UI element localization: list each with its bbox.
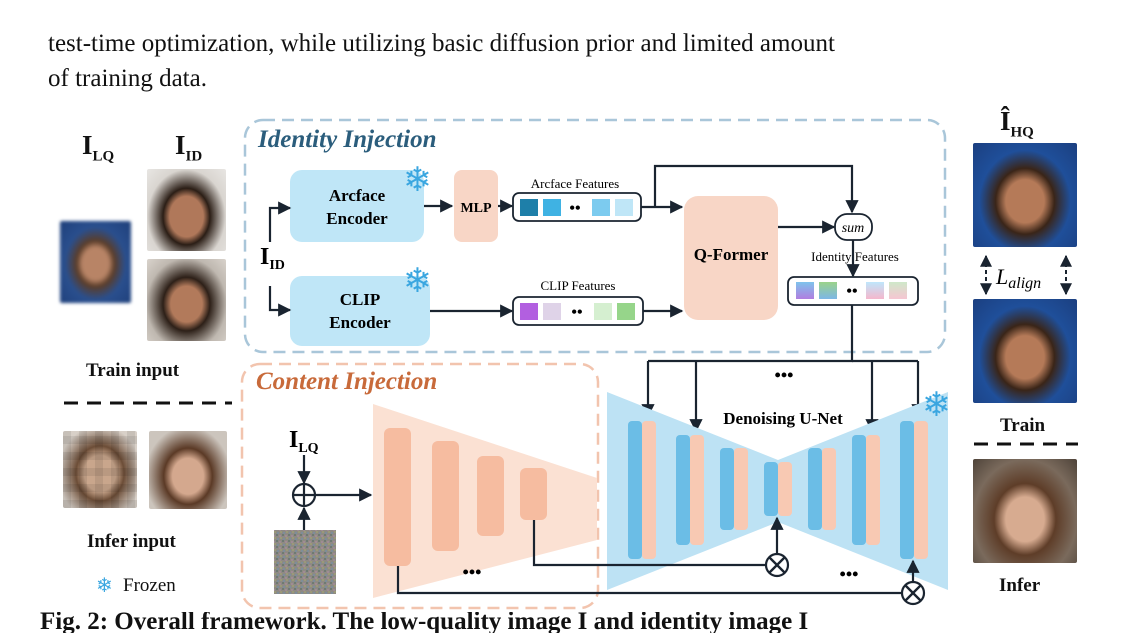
clip-token-4 [617, 303, 635, 320]
hq-train-output-image [973, 143, 1077, 247]
iid-to-clip-arrow [268, 286, 292, 317]
mult2-b [904, 584, 922, 602]
id-train-image-2 [147, 259, 226, 341]
content-layer-2 [432, 441, 459, 551]
clip-encoder-block [290, 276, 430, 346]
train-label: Train [1000, 415, 1046, 436]
unet-enc-3a [720, 448, 734, 530]
lq-infer-image [63, 431, 137, 508]
noise-image [274, 530, 336, 594]
unet-enc-3b [734, 448, 748, 530]
unet-dec-3a [808, 448, 822, 530]
sum-label: sum [842, 221, 865, 236]
id-train-image-1 [147, 169, 226, 251]
unet-label: Denoising U-Net [723, 409, 843, 428]
unet-enc-1b [642, 421, 656, 559]
l-align-label: Lalign [995, 264, 1041, 292]
clip-token-3 [594, 303, 612, 320]
arcface-encoder-label-2: Encoder [326, 209, 388, 228]
hq-train-target-image [973, 299, 1077, 403]
ilq-content-label: ILQ [289, 427, 319, 456]
arcface-token-1 [520, 199, 538, 216]
content-layer4-path [532, 520, 765, 567]
intro-paragraph: test-time optimization, while utilizing … [48, 26, 1088, 96]
lq-label: ILQ [82, 130, 115, 165]
unet-frozen-snowflake-icon: ❄ [922, 385, 951, 425]
arcface-token-2 [543, 199, 561, 216]
identity-injection-title: Identity Injection [258, 126, 437, 153]
identity-token-3 [866, 282, 884, 299]
lq-train-image [60, 221, 131, 303]
unet-bottom-ellipsis: ••• [840, 564, 859, 584]
infer-input-label: Infer input [87, 531, 176, 552]
hq-infer-output-image [973, 459, 1077, 563]
arcface-frozen-snowflake-icon: ❄ [403, 160, 432, 200]
content-injection-title: Content Injection [256, 368, 438, 395]
iid-to-arcface-arrow [268, 201, 292, 242]
identity-injection-box [243, 118, 947, 354]
mlp-label: MLP [460, 201, 492, 216]
unet-dec-1b [914, 421, 928, 559]
unet-mid-a [764, 462, 778, 516]
arcface-skip-to-sum-arrow [653, 164, 859, 214]
arcface-token-3 [592, 199, 610, 216]
infer-label: Infer [999, 575, 1041, 596]
unet-enc-2a [676, 435, 690, 545]
content-layer1-path [396, 566, 902, 595]
arcface-token-4 [615, 199, 633, 216]
arcface-features-label: Arcface Features [531, 176, 619, 191]
paragraph-line-1: test-time optimization, while utilizing … [48, 30, 835, 57]
qformer-block [684, 196, 778, 320]
clip-token-1 [520, 303, 538, 320]
content-injection-box [240, 362, 600, 610]
identity-features-label: Identity Features [811, 249, 899, 264]
qformer-label: Q-Former [694, 245, 769, 264]
unet-dec-1a [900, 421, 914, 559]
content-layer-3 [477, 456, 504, 536]
unet-dec-3b [822, 448, 836, 530]
arcface-encoder-label-1: Arcface [329, 186, 386, 205]
clip-token-2 [543, 303, 561, 320]
identity-token-1 [796, 282, 814, 299]
clip-token-dots: •• [571, 304, 582, 321]
identity-token-dots: •• [846, 283, 857, 300]
unet-layers [628, 421, 928, 559]
arcface-token-dots: •• [569, 200, 580, 217]
unet-top-ellipsis: ••• [775, 365, 794, 385]
clip-encoder-label-1: CLIP [340, 290, 381, 309]
id-infer-image [149, 431, 227, 509]
arcface-encoder-block [290, 170, 424, 242]
mult1-b [768, 556, 786, 574]
figure-caption-cut: Fig. 2: Overall framework. The low-quali… [40, 612, 809, 633]
id-label: IID [175, 130, 203, 165]
hq-label: ÎHQ [1000, 106, 1034, 141]
unet-enc-1a [628, 421, 642, 559]
unet-dec-2b [866, 435, 880, 545]
legend-snowflake-icon: ❄ [96, 573, 113, 597]
mlp-block [454, 170, 498, 242]
clip-encoder-label-2: Encoder [329, 313, 391, 332]
unet-enc-2b [690, 435, 704, 545]
unet-mid-b [778, 462, 792, 516]
frozen-legend-label: Frozen [123, 575, 176, 596]
paragraph-line-2: of training data. [48, 65, 207, 92]
clip-features-label: CLIP Features [541, 278, 616, 293]
content-layer-1 [384, 428, 411, 566]
clip-frozen-snowflake-icon: ❄ [403, 261, 432, 301]
content-layer-4 [520, 468, 547, 520]
iid-input-label: IID [260, 244, 285, 273]
content-ellipsis: ••• [463, 562, 482, 582]
unet-dec-2a [852, 435, 866, 545]
train-input-label: Train input [86, 360, 180, 381]
identity-token-2 [819, 282, 837, 299]
identity-token-4 [889, 282, 907, 299]
